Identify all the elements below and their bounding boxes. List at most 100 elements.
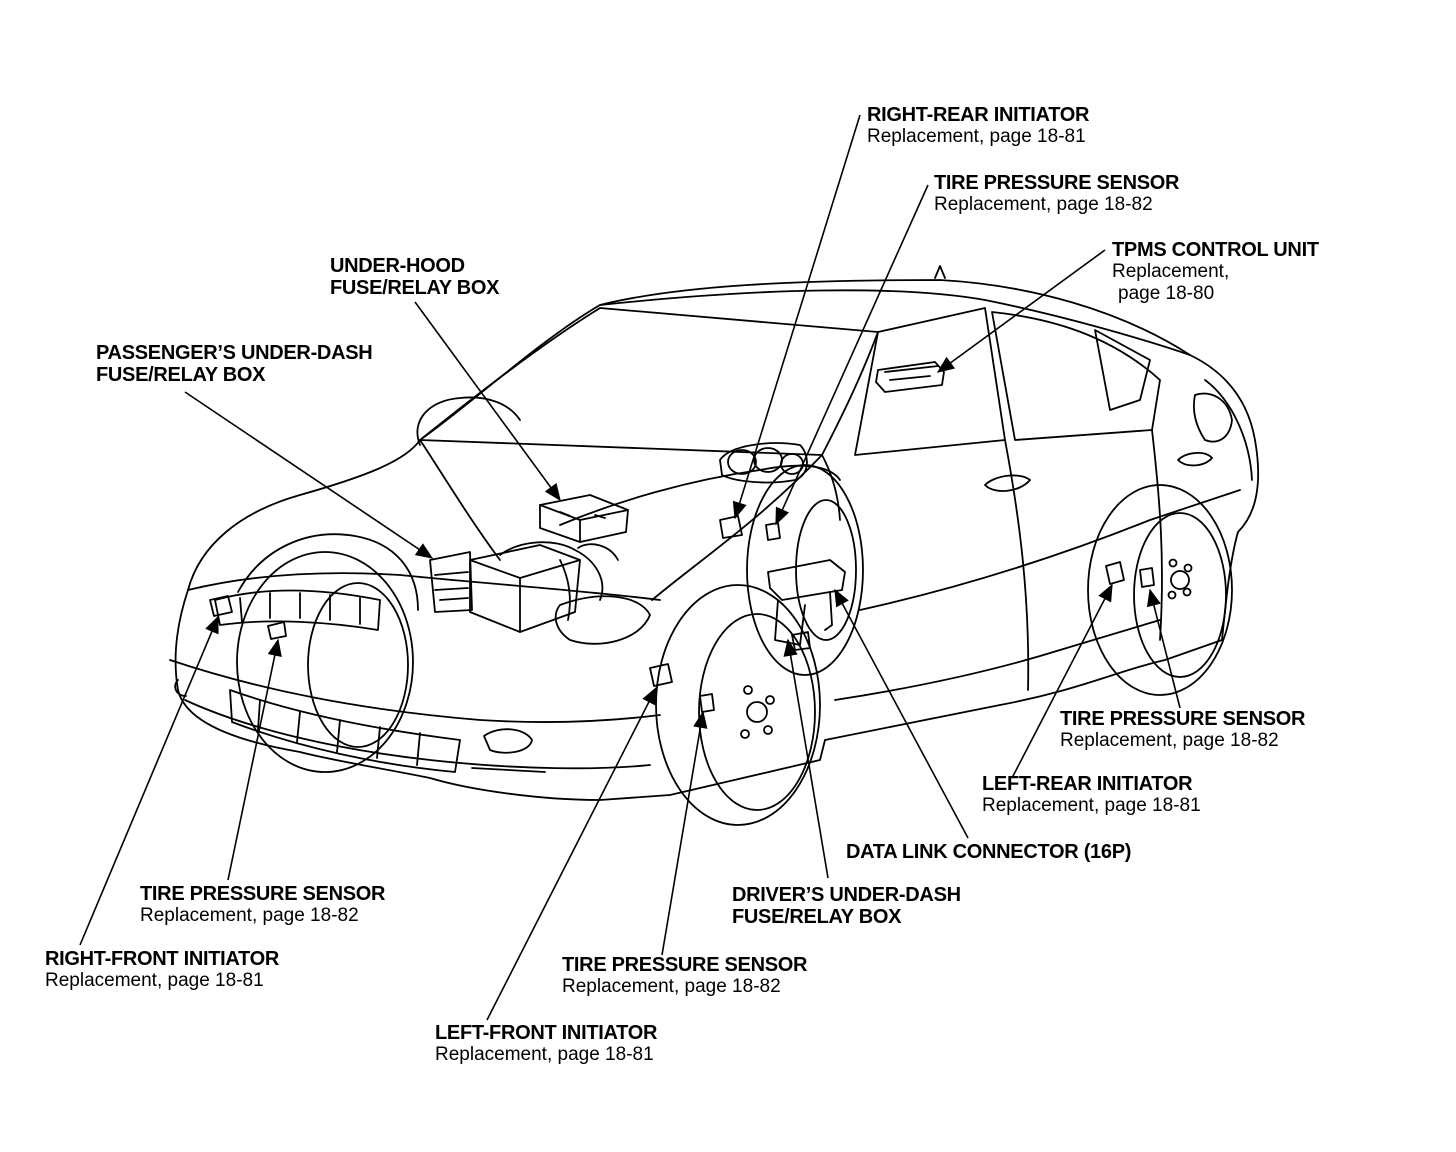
right-front-initiator-ref: Replacement, page 18-81 xyxy=(45,970,264,991)
right-rear-initiator-ref: Replacement, page 18-81 xyxy=(867,126,1086,147)
label-tire-sensor-rf: TIRE PRESSURE SENSOR Replacement, page 1… xyxy=(140,883,385,927)
leader-passenger-box xyxy=(184,391,434,559)
tire-sensor-lr-title: TIRE PRESSURE SENSOR xyxy=(1060,708,1306,730)
label-left-front-initiator: LEFT-FRONT INITIATOR Replacement, page 1… xyxy=(435,1022,657,1066)
rr-sensor-part xyxy=(765,522,781,541)
tire-sensor-lf-ref: Replacement, page 18-82 xyxy=(562,976,781,997)
windshield xyxy=(419,307,879,456)
front-side-window xyxy=(854,307,1006,456)
passenger-box-line1: PASSENGER’S UNDER-DASH xyxy=(96,342,373,364)
tpms-control-unit xyxy=(875,361,945,393)
antenna xyxy=(934,265,946,279)
under-hood-box-line2: FUSE/RELAY BOX xyxy=(330,277,500,299)
label-passenger-box: PASSENGER’S UNDER-DASH FUSE/RELAY BOX xyxy=(96,342,373,386)
leader-left-rear-initiator xyxy=(1011,583,1113,779)
tail-light xyxy=(1192,392,1233,443)
leader-under-hood xyxy=(414,301,561,502)
tire-sensor-rf-ref: Replacement, page 18-82 xyxy=(140,905,359,926)
left-rear-initiator-title: LEFT-REAR INITIATOR xyxy=(982,773,1193,795)
rear-side-window xyxy=(991,311,1161,441)
label-tire-sensor-lf: TIRE PRESSURE SENSOR Replacement, page 1… xyxy=(562,954,807,998)
under-hood-box-line1: UNDER-HOOD xyxy=(330,255,465,277)
tpms-control-unit-ref-1: Replacement, xyxy=(1112,261,1230,282)
passenger-fuse-box xyxy=(429,551,473,613)
passenger-box-line2: FUSE/RELAY BOX xyxy=(96,364,266,386)
phantom-front-tire-outer xyxy=(236,551,414,773)
engine-harness xyxy=(499,541,604,601)
front-left-rim xyxy=(698,613,816,811)
lr-initiator-part xyxy=(1105,561,1125,585)
front-door-handle xyxy=(984,474,1031,492)
lf-initiator-part xyxy=(649,663,673,687)
front-bumper-upper xyxy=(169,659,661,723)
label-right-rear-initiator: RIGHT-REAR INITIATOR Replacement, page 1… xyxy=(867,104,1089,148)
hood-line xyxy=(419,439,501,561)
rear-door-seam xyxy=(1151,429,1163,641)
leader-tire-sensor-lr xyxy=(1146,588,1181,709)
leader-tire-sensor-rr xyxy=(775,184,929,526)
label-left-rear-initiator: LEFT-REAR INITIATOR Replacement, page 18… xyxy=(982,773,1201,817)
front-door-seam xyxy=(1004,439,1030,691)
leader-driver-box xyxy=(783,638,829,879)
leader-right-front-initiator xyxy=(79,615,219,946)
phantom-wheelwell xyxy=(237,533,419,611)
front-left-tire xyxy=(655,584,821,826)
leader-tire-sensor-lf xyxy=(661,710,708,956)
left-front-initiator-title: LEFT-FRONT INITIATOR xyxy=(435,1022,658,1044)
data-link-connector-title: DATA LINK CONNECTOR (16P) xyxy=(846,841,1132,863)
label-data-link-connector: DATA LINK CONNECTOR (16P) xyxy=(846,841,1131,863)
left-mark xyxy=(174,679,187,697)
rear-quarter-window xyxy=(1094,329,1151,411)
right-rear-initiator-title: RIGHT-REAR INITIATOR xyxy=(867,104,1090,126)
leader-right-rear-initiator xyxy=(732,114,861,520)
left-front-initiator-ref: Replacement, page 18-81 xyxy=(435,1044,654,1065)
tire-sensor-rr-title: TIRE PRESSURE SENSOR xyxy=(934,172,1180,194)
tire-sensor-lf-title: TIRE PRESSURE SENSOR xyxy=(562,954,808,976)
rear-door-handle xyxy=(1177,452,1213,467)
bumper-slot xyxy=(471,767,546,773)
right-front-initiator-title: RIGHT-FRONT INITIATOR xyxy=(45,948,280,970)
tire-sensor-rr-ref: Replacement, page 18-82 xyxy=(934,194,1153,215)
driver-box-line2: FUSE/RELAY BOX xyxy=(732,906,902,928)
front-bumper-lower xyxy=(184,699,651,770)
tpms-control-unit-title: TPMS CONTROL UNIT xyxy=(1112,239,1319,261)
dash-line xyxy=(821,454,841,521)
roof-line xyxy=(599,289,1191,356)
rear-left-tire xyxy=(1087,484,1233,696)
lower-grille xyxy=(229,689,461,773)
label-right-front-initiator: RIGHT-FRONT INITIATOR Replacement, page … xyxy=(45,948,279,992)
rocker-line xyxy=(834,619,1161,701)
phantom-rear-tire xyxy=(746,464,864,676)
lf-sensor-part xyxy=(699,693,715,713)
label-tire-sensor-lr: TIRE PRESSURE SENSOR Replacement, page 1… xyxy=(1060,708,1305,752)
headlight xyxy=(554,595,651,645)
side-body-line xyxy=(859,489,1241,611)
rear-left-rim xyxy=(1133,512,1227,678)
under-hood-fuse-box xyxy=(539,494,629,543)
label-under-hood-box: UNDER-HOOD FUSE/RELAY BOX xyxy=(330,255,499,299)
hood-front-edge xyxy=(187,572,661,601)
label-tire-sensor-rr: TIRE PRESSURE SENSOR Replacement, page 1… xyxy=(934,172,1179,216)
rf-sensor-part xyxy=(267,621,287,640)
leader-data-link-connector xyxy=(834,588,969,839)
tpms-control-unit-ref-2: page 18-80 xyxy=(1118,283,1215,304)
label-tpms-control-unit: TPMS CONTROL UNIT Replacement, page 18-8… xyxy=(1112,239,1319,305)
car-body-outline xyxy=(174,279,1260,801)
rr-initiator-part xyxy=(719,515,743,539)
left-rear-initiator-ref: Replacement, page 18-81 xyxy=(982,795,1201,816)
rf-initiator-part xyxy=(209,595,233,617)
grille xyxy=(214,589,381,631)
fog-light xyxy=(483,728,533,754)
leader-tire-sensor-rf xyxy=(227,638,282,881)
tire-sensor-rf-title: TIRE PRESSURE SENSOR xyxy=(140,883,386,905)
leader-left-front-initiator xyxy=(486,686,657,1021)
battery xyxy=(469,544,581,633)
driver-fuse-box xyxy=(767,559,846,601)
harness-front xyxy=(416,396,521,446)
trunk-line xyxy=(1204,379,1253,481)
leader-tpms-control-unit xyxy=(936,249,1106,373)
lr-sensor-part xyxy=(1139,567,1155,588)
phantom-front-tire-inner xyxy=(307,582,409,748)
